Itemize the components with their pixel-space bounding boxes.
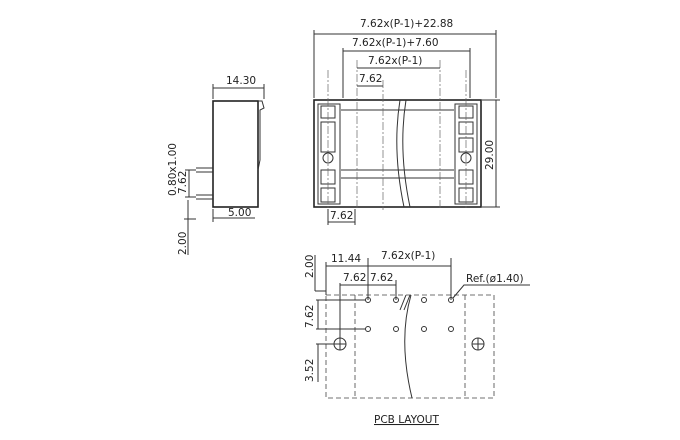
pcb-pitch-a-dim: 7.62 (343, 272, 366, 284)
side-offset-dim: 5.00 (228, 207, 251, 219)
side-pin-length-dim: 2.00 (177, 232, 189, 255)
pitch-span-dim: 7.62x(P-1) (368, 55, 422, 67)
side-width-dim: 14.30 (226, 75, 256, 87)
height-dim: 29.00 (484, 140, 496, 170)
ref-hole-label: Ref.(ø1.40) (466, 273, 524, 285)
front-pitch-dim: 7.62 (359, 73, 382, 85)
edge-dim: 11.44 (331, 253, 361, 265)
pcb-pitch-b-dim: 7.62 (370, 272, 393, 284)
row-pitch-dim: 7.62 (304, 305, 316, 328)
overall-dim: 7.62x(P-1)+22.88 (360, 18, 453, 30)
hole-offset-dim: 3.52 (304, 359, 316, 382)
side-pin-size-dim: 0.80x1.00 (167, 143, 179, 196)
side-view: 14.30 7.62 0.80x1.00 5.00 2.00 (167, 75, 265, 255)
pin-holes (365, 297, 454, 332)
top-offset-dim: 2.00 (304, 255, 316, 278)
pcb-layout-title: PCB LAYOUT (374, 414, 439, 426)
end-dim: 7.62 (330, 210, 353, 222)
side-pitch-dim: 7.62 (177, 171, 189, 194)
pcb-layout: 11.44 7.62x(P-1) 7.62 7.62 2.00 7.62 3.5… (304, 250, 530, 426)
span-dim: 7.62x(P-1) (381, 250, 435, 262)
inner-dim: 7.62x(P-1)+7.60 (352, 37, 439, 49)
front-view: 7.62x(P-1)+22.88 7.62x(P-1)+7.60 7.62x(P… (313, 18, 500, 225)
